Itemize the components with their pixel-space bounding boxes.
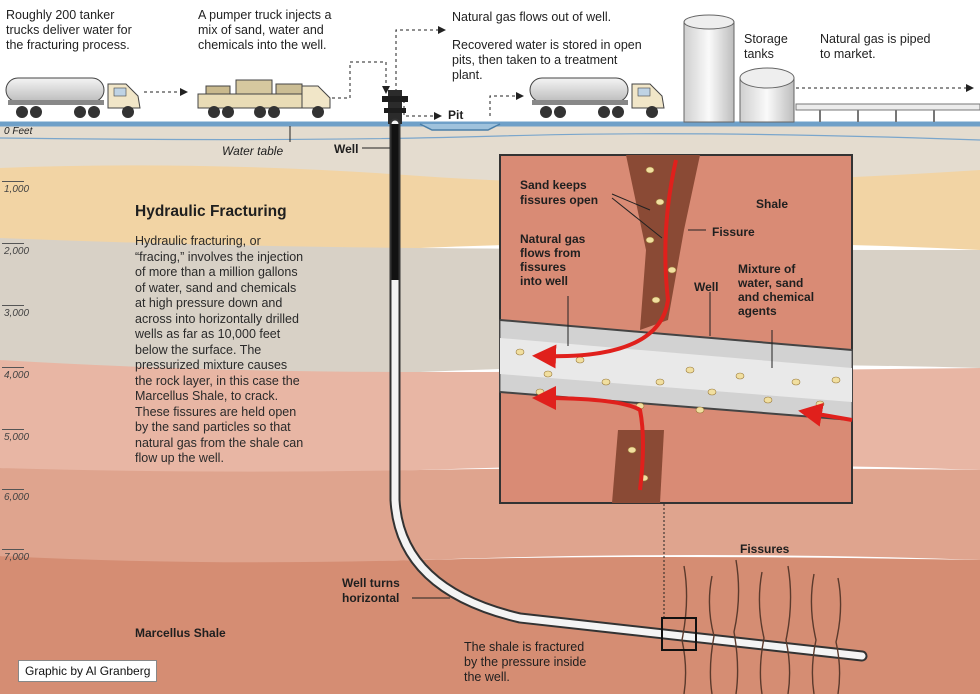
label-gas-flows: Natural gas flows out of well. [452,10,612,24]
label-well: Well [334,142,359,156]
depth-5000: 5,000 [1,429,30,443]
depth-1000: 1,000 [1,181,30,195]
label-water-table: Water table [222,144,284,158]
label-zero-feet: 0 Feet [4,126,33,137]
inset-label-mixture: Mixture of water, sand and chemical agen… [738,262,815,318]
depth-2000: 2,000 [1,243,30,257]
tanker-truck-icon [5,77,141,118]
label-marcellus: Marcellus Shale [135,626,226,640]
pipeline-icon [795,103,980,122]
depth-3000: 3,000 [1,305,30,319]
label-shale-fractured: The shale is fractured by the pressure i… [464,640,587,684]
label-pit: Pit [448,108,464,122]
graphic-credit: Graphic by Al Granberg [18,660,158,682]
pit [419,123,501,131]
inset-label-sand: Sand keeps fissures open [520,178,599,207]
label-pumper: A pumper truck injects a mix of sand, wa… [198,8,332,52]
inset-fissure-lower [612,430,664,503]
inset-flow-arrows [532,159,853,491]
wellhead-icon [382,90,408,124]
inset-detail [499,154,853,504]
label-tankers: Roughly 200 tanker trucks deliver water … [6,8,132,52]
explainer-title: Hydraulic Fracturing [135,203,287,220]
label-recovered-water: Recovered water is stored in open pits, … [452,38,642,82]
inset-fissure-upper [626,155,700,330]
inset-label-fissure: Fissure [712,225,755,239]
inset-label-shale: Shale [756,197,789,211]
pumper-truck-icon [197,79,331,118]
fissures-illustration [681,559,842,694]
storage-tanks-icon [683,14,795,123]
depth-7000: 7,000 [1,549,30,563]
layer-deep [0,556,980,694]
label-fissures: Fissures [740,542,790,556]
tanker-truck-2-icon [529,77,665,118]
depth-6000: 6,000 [1,489,30,503]
inset-label-well: Well [694,280,719,294]
inset-label-gas-flows: Natural gas flows from fissures into wel… [520,232,586,288]
label-piped: Natural gas is piped to market. [820,32,931,61]
depth-4000: 4,000 [1,367,30,381]
label-storage-tanks: Storage tanks [744,32,788,61]
explainer-body: Hydraulic fracturing, or “fracing,” invo… [135,234,304,465]
water-table-line [0,133,980,141]
inset-locator-box [661,617,697,651]
label-well-turns: Well turns horizontal [342,576,400,605]
